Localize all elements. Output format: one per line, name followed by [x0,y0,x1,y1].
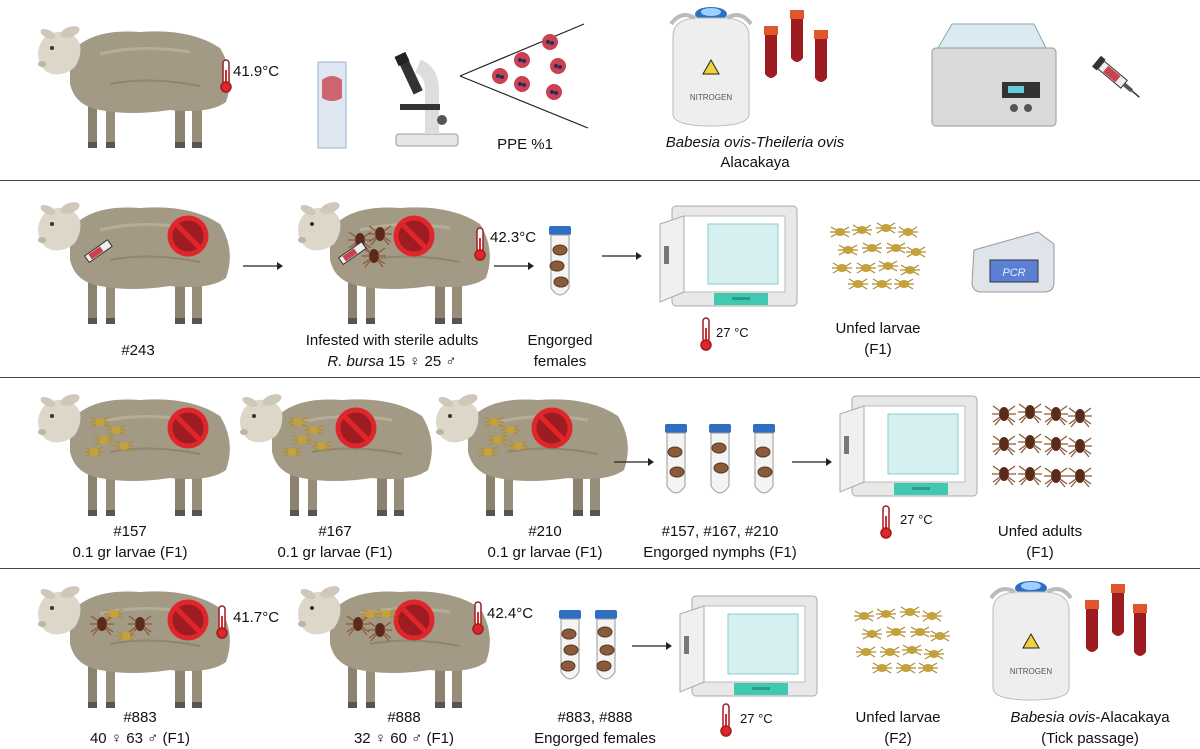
tick-counts-label: 15 ♀ 25 ♂ [384,353,457,370]
tubes-engorged-nymphs-icon [664,423,776,494]
larvae-cluster-icon [853,606,951,674]
tick-passage-label: (Tick passage) [1041,730,1139,747]
temperature-label-883: 41.7°C [233,609,280,626]
engorged-females-label-line1: #883, #888 [557,709,633,726]
nitrogen-tank-icon [989,579,1073,702]
final-species-rest: -Alacakaya [1095,709,1170,726]
unfed-larvae-label-line1: Unfed larvae [835,320,921,337]
incubator-temperature-label: 27 °C [740,711,773,726]
sheep-888 [296,582,492,710]
engorged-females-label-line2: females [533,353,587,370]
sheep-id-243: #243 [121,342,155,359]
row-separator-3 [0,568,1200,569]
engorged-females-label-line2: Engorged females [534,730,656,747]
arrow-icon [494,262,534,270]
nitrogen-tank-icon [669,5,753,128]
sheep-157 [36,390,232,518]
temperature-label: 42.3°C [490,229,537,246]
sheep-id-167: #167 [318,523,352,540]
arrow-icon [632,642,672,650]
arrow-icon [243,262,283,270]
sheep-dose-167: 0.1 gr larvae (F1) [277,544,393,561]
tubes-engorged-females-icon [558,609,618,680]
sheep-dose-157: 0.1 gr larvae (F1) [72,544,188,561]
thermometer-icon [720,703,732,737]
blood-vials-icon [764,10,828,82]
incubator-icon [839,395,978,497]
tube-engorged-females-icon [548,225,572,296]
sheep-counts-883: 40 ♀ 63 ♂ (F1) [89,730,191,747]
sheep-210 [434,390,630,518]
engorged-nymphs-label-line2: Engorged nymphs (F1) [643,544,797,561]
sheep-counts-888: 32 ♀ 60 ♂ (F1) [353,730,455,747]
blood-vials-icon [1085,584,1147,656]
temperature-label-888: 42.4°C [487,605,534,622]
sheep-infested-adults [296,198,492,326]
thermometer-icon [700,317,712,351]
syringe-icon [1091,55,1140,98]
unfed-larvae-f2-label-line1: Unfed larvae [855,709,941,726]
thermometer-icon [216,605,228,639]
arrow-icon [602,252,642,260]
sheep-id-157: #157 [113,523,147,540]
microscope-icon [394,51,459,147]
infestation-label-line1: Infested with sterile adults [305,332,479,349]
species-label: Babesia ovis-Theileria ovis [665,134,845,151]
incubator-temperature-label: 27 °C [716,325,749,340]
sheep-883 [36,582,232,710]
sheep-167 [238,390,434,518]
sheep-id-210: #210 [528,523,562,540]
species-place-label: Alacakaya [720,154,790,171]
sheep-id-888: #888 [387,709,421,726]
unfed-larvae-f2-label-line2: (F2) [884,730,912,747]
arrow-icon [792,458,832,466]
final-species-label: Babesia ovis-Alacakaya [990,707,1190,728]
unfed-larvae-label-line2: (F1) [864,341,892,358]
sheep-id-883: #883 [123,709,157,726]
unfed-adults-label-line1: Unfed adults [997,523,1083,540]
pcr-screen-text: PCR [1002,267,1025,279]
sheep-243 [36,198,232,326]
parasitized-erythrocytes-diagram [459,23,589,129]
water-bath-icon [931,23,1057,127]
adult-ticks-cluster-icon [991,403,1093,488]
temperature-label: 41.9°C [233,63,280,80]
row-separator-2 [0,377,1200,378]
pcr-machine-icon: PCR [971,231,1055,293]
final-species-italic: Babesia ovis [1010,709,1096,726]
arrow-icon [614,458,654,466]
infestation-label-line2: R. bursa 15 ♀ 25 ♂ [292,351,492,372]
tick-species-label: R. bursa [327,353,385,370]
sheep-row1 [36,22,232,150]
engorged-nymphs-label-line1: #157, #167, #210 [661,523,779,540]
engorged-females-label-line1: Engorged [527,332,593,349]
blood-smear-slide-icon [317,61,347,149]
incubator-temperature-label: 27 °C [900,512,933,527]
thermometer-icon [474,227,486,261]
row-separator-1 [0,180,1200,181]
incubator-icon [659,205,798,307]
unfed-adults-label-line2: (F1) [1026,544,1054,561]
incubator-icon [679,595,818,697]
larvae-cluster-icon [829,222,927,290]
ppe-label: PPE %1 [497,136,553,153]
thermometer-icon [880,505,892,539]
sheep-dose-210: 0.1 gr larvae (F1) [487,544,603,561]
